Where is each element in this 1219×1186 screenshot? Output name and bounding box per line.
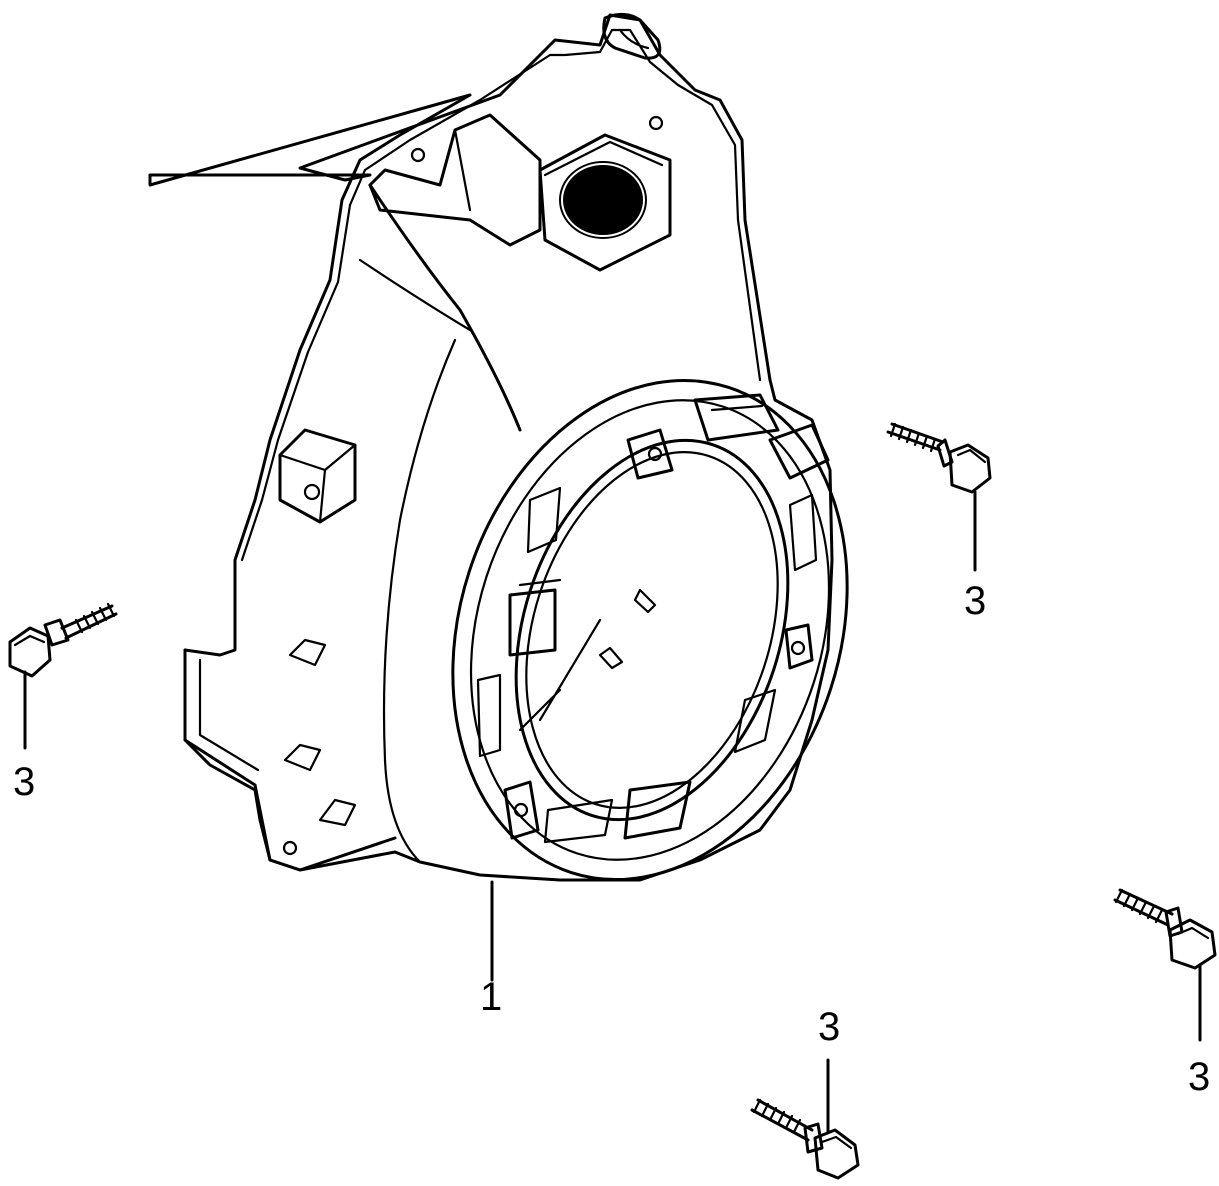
- bolt-upper-right: [886, 422, 992, 494]
- callout-label-fan-cover: 1: [480, 975, 502, 1019]
- fan-opening-ring: [451, 378, 849, 882]
- callout-label-bolt-far-right: 3: [1188, 1055, 1210, 1099]
- leader-lines: [23, 490, 1202, 1134]
- bolt-bottom: [750, 1098, 860, 1180]
- callout-label-bolt-left: 3: [13, 760, 35, 804]
- callout-label-bolt-bottom: 3: [818, 1005, 840, 1049]
- fan-cover-shroud: [148, 13, 834, 882]
- bolt-left: [8, 602, 118, 678]
- callout-label-bolt-upper-right: 3: [964, 579, 986, 623]
- bolt-far-right: [1113, 888, 1217, 970]
